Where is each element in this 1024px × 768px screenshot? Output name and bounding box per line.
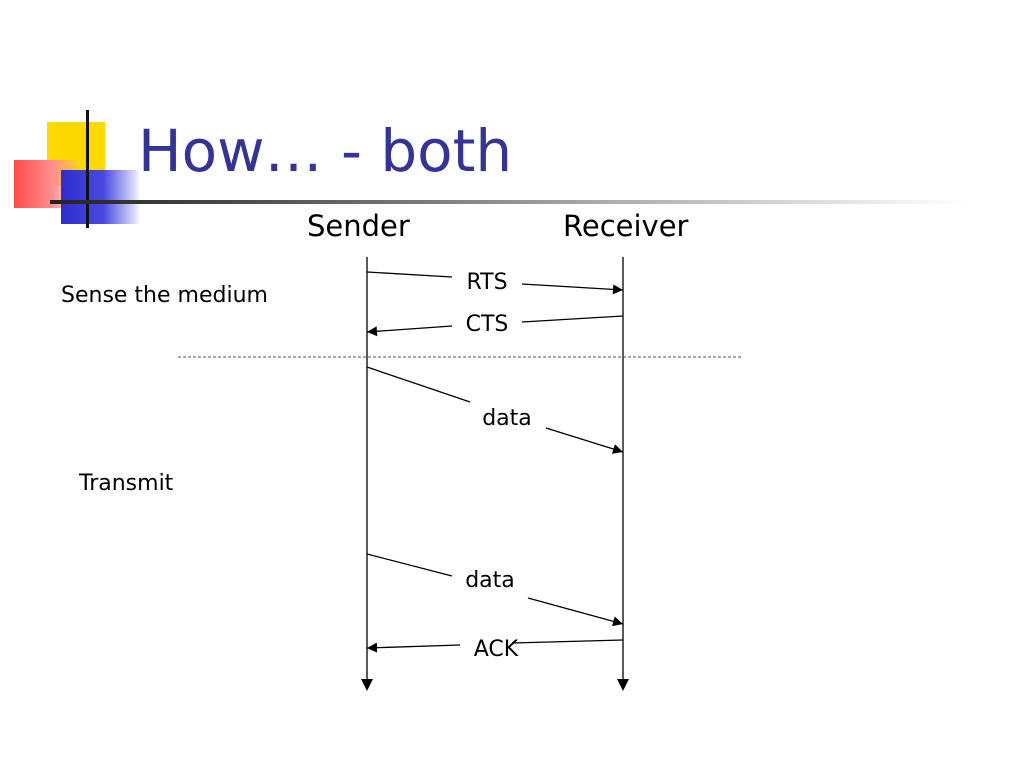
slide-title: How… - both [138,117,513,185]
rts-arrow-segment-2 [521,283,624,295]
title-underline [50,200,965,204]
vertical-bar-decoration [86,110,89,228]
rts-arrow-segment-1 [366,271,453,278]
actor-sender-label: Sender [307,209,410,243]
message-label-data-2: data [465,568,515,593]
message-label-rts: RTS [466,270,507,295]
cts-arrow-segment-2 [366,325,453,337]
message-label-data-1: data [482,406,532,431]
sender-lifeline-arrowhead [361,679,373,691]
data2-arrow-segment-2 [527,597,624,627]
message-label-cts: CTS [466,312,509,337]
data2-arrow-segment-1 [366,553,453,577]
ack-arrow-segment-2 [366,642,461,653]
cts-arrow-segment-1 [521,315,624,323]
blue-square-decoration [61,170,139,224]
ack-arrow-segment-1 [511,639,624,644]
data1-arrow-segment-2 [545,427,624,454]
actor-receiver-label: Receiver [563,209,689,243]
phase-label-transmit: Transmit [79,471,174,496]
message-label-ack: ACK [474,637,519,662]
receiver-lifeline-arrowhead [617,679,629,691]
data1-arrow-segment-1 [366,366,471,403]
phase-label-sense: Sense the medium [61,283,268,308]
